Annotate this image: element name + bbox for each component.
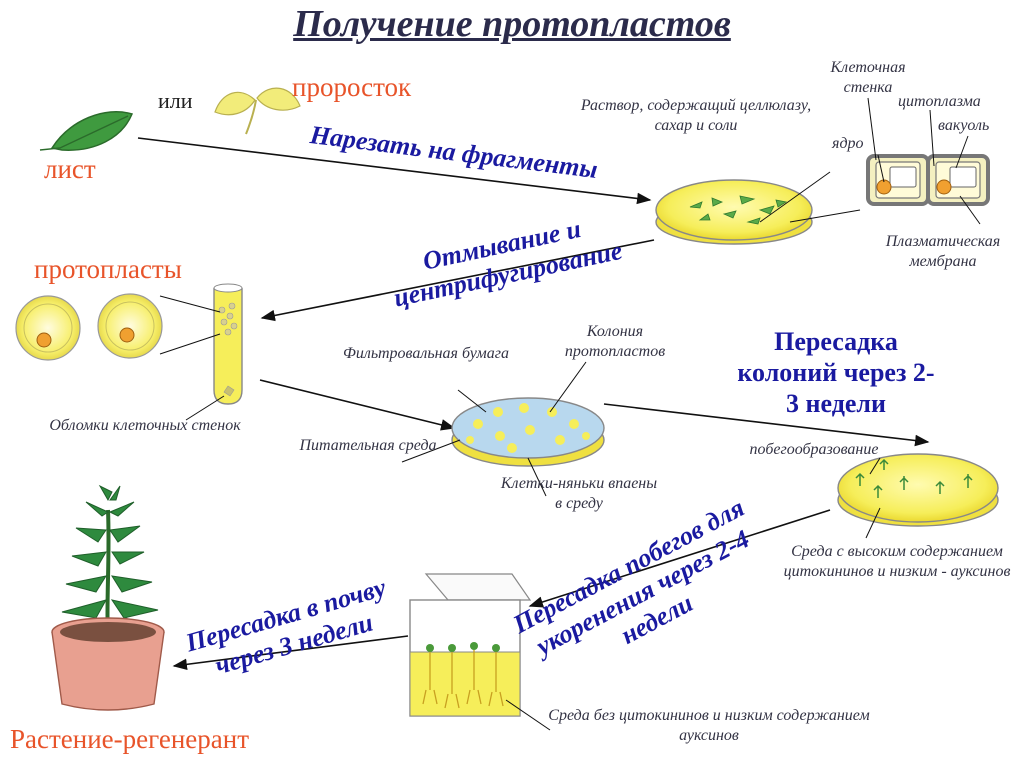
nutrient-medium-label: Питательная среда [299,437,437,454]
or-label: или [158,88,193,113]
petri-dish-filter [451,397,605,467]
arrow-cut [137,137,652,205]
plasma-membrane-label: Плазматическая мембрана [885,233,1001,270]
rooting-container [409,573,532,717]
arrow-wash [260,239,655,322]
cytoplasm-label: цитоплазма [898,93,981,110]
box-pointer [505,699,551,731]
shoot-formation-label: побегообразование [749,441,879,458]
protoplast-cells [15,293,163,361]
high-cytokinin-label: Среда с высоким содержанием цитокининов … [783,543,1011,580]
page-title: Получение протопластов [293,3,731,45]
protoplasts-label: протопласты [34,254,182,284]
no-cytokinin-label: Среда без цитокининов и низким содержани… [548,707,870,744]
cell-wall-label: Клеточная стенка [830,59,906,96]
arrow-transfer-shoots [528,509,831,608]
petri-dish-enzyme [655,179,813,245]
cell-wall-debris-label: Обломки клеточных стенок [49,417,241,434]
sprout-label: проросток [292,72,412,102]
leaf-label: лист [44,154,96,184]
filter-paper-label: Фильтровальная бумага [343,345,509,362]
centrifuge-tube [213,283,243,405]
sprout-image [214,87,301,135]
protoplast-pointers [159,295,225,421]
colony-label: Колония протопластов [564,323,666,360]
arrow-transfer-soil [172,635,409,671]
shoot-pointers [865,457,881,539]
potted-plant [51,484,165,711]
filter-pointers [401,361,587,497]
leaf-image [39,111,134,151]
plant-cells [866,154,990,206]
step-transfer-colonies: Пересадка колоний через 2-3 недели [737,327,935,418]
nurse-cells-label: Клетки-няньки впаены в среду [500,475,658,512]
pointer-lines [759,97,981,225]
regenerant-label: Растение-регенерант [10,724,249,754]
petri-dish-shoots [837,453,999,527]
nucleus-label: ядро [832,135,864,152]
arrow-transfer-colonies [603,403,930,447]
vacuole-label: вакуоль [938,117,990,134]
solution-label: Раствор, содержащий целлюлазу, сахар и с… [580,97,812,134]
arrow-plate [259,379,456,431]
